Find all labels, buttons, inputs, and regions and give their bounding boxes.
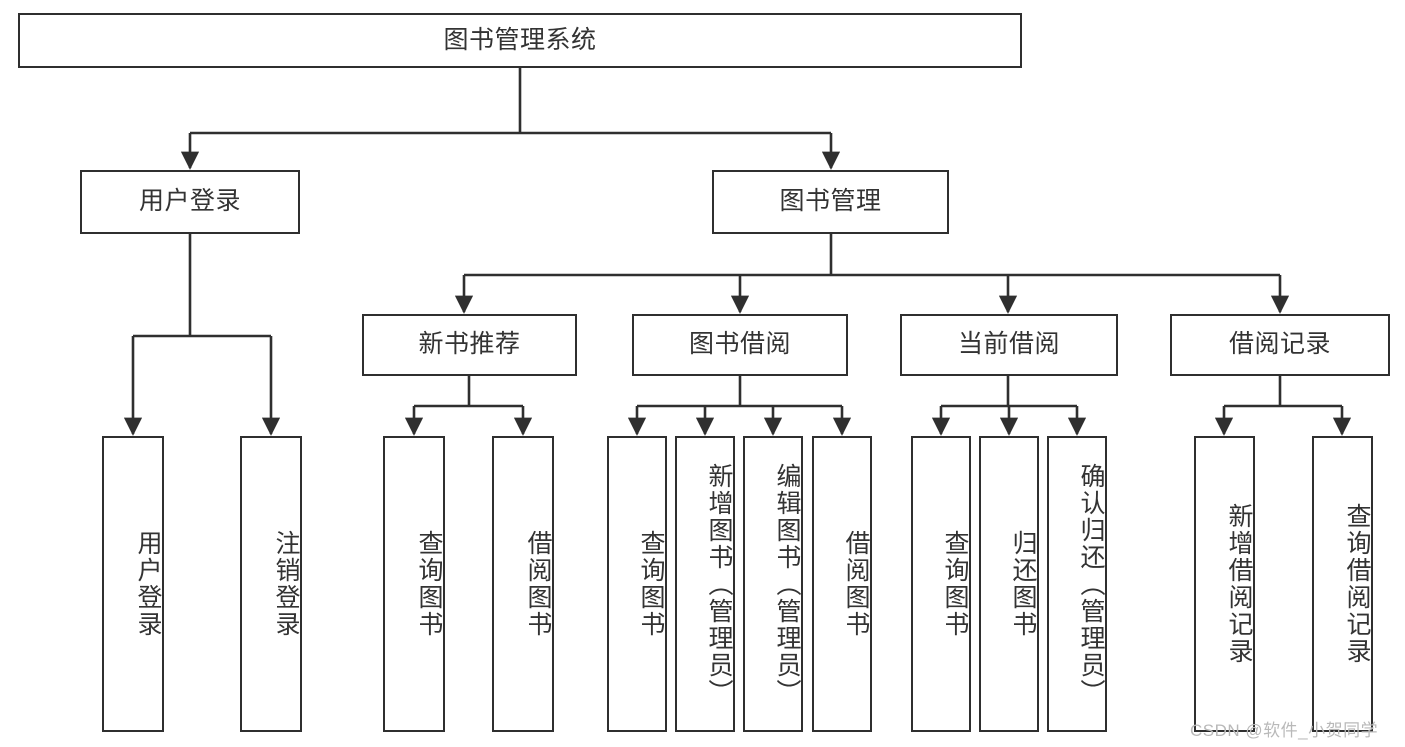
node-leaf-confirm-return[interactable]: 确认归还（管理员） — [1047, 436, 1107, 732]
node-leaf-logout-login[interactable]: 注销登录 — [240, 436, 302, 732]
node-leaf-query-book-borrow[interactable]: 查询图书 — [607, 436, 667, 732]
node-label: 图书管理系统 — [443, 25, 597, 54]
node-label: 借阅图书 — [842, 530, 870, 638]
node-book-management[interactable]: 图书管理 — [712, 170, 949, 234]
node-book-borrow[interactable]: 图书借阅 — [632, 314, 848, 376]
node-leaf-add-borrow-record[interactable]: 新增借阅记录 — [1194, 436, 1255, 732]
node-label: 图书借阅 — [688, 330, 791, 359]
node-label: 确认归还（管理员） — [1077, 462, 1105, 706]
node-book-management-system[interactable]: 图书管理系统 — [18, 13, 1022, 68]
node-new-book-recommend[interactable]: 新书推荐 — [362, 314, 577, 376]
node-label: 图书管理 — [779, 187, 882, 216]
node-label: 用户登录 — [138, 187, 241, 216]
node-leaf-return-book[interactable]: 归还图书 — [979, 436, 1039, 732]
node-label: 新书推荐 — [418, 330, 521, 359]
node-leaf-query-book-recommend[interactable]: 查询图书 — [383, 436, 445, 732]
node-label: 编辑图书（管理员） — [773, 462, 801, 706]
node-label: 查询借阅记录 — [1343, 503, 1371, 665]
node-current-borrow[interactable]: 当前借阅 — [900, 314, 1118, 376]
node-leaf-query-borrow-record[interactable]: 查询借阅记录 — [1312, 436, 1373, 732]
csdn-watermark: CSDN @软件_小贺同学 — [1190, 721, 1379, 740]
node-leaf-add-book[interactable]: 新增图书（管理员） — [675, 436, 735, 732]
node-label: 新增借阅记录 — [1225, 503, 1253, 665]
node-label: 新增图书（管理员） — [705, 462, 733, 706]
node-label: 查询图书 — [415, 530, 443, 638]
node-label: 借阅记录 — [1228, 330, 1331, 359]
node-label: 归还图书 — [1009, 530, 1037, 638]
node-borrow-record[interactable]: 借阅记录 — [1170, 314, 1390, 376]
node-label: 借阅图书 — [524, 530, 552, 638]
node-leaf-borrow-book-recommend[interactable]: 借阅图书 — [492, 436, 554, 732]
node-user-login[interactable]: 用户登录 — [80, 170, 300, 234]
node-label: 注销登录 — [272, 530, 300, 638]
node-label: 当前借阅 — [957, 330, 1060, 359]
node-leaf-edit-book[interactable]: 编辑图书（管理员） — [743, 436, 803, 732]
node-leaf-query-book-current[interactable]: 查询图书 — [911, 436, 971, 732]
node-label: 用户登录 — [134, 530, 162, 638]
node-label: 查询图书 — [941, 530, 969, 638]
node-label: 查询图书 — [637, 530, 665, 638]
node-leaf-user-login[interactable]: 用户登录 — [102, 436, 164, 732]
node-leaf-borrow-book[interactable]: 借阅图书 — [812, 436, 872, 732]
